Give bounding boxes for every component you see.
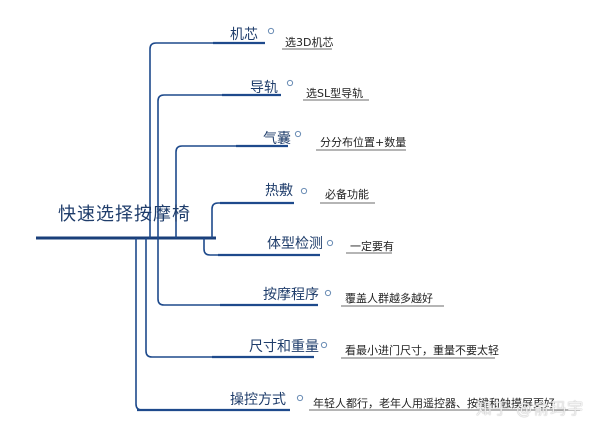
topic-7[interactable]: 尺寸和重量	[249, 339, 319, 355]
topic-8[interactable]: 操控方式	[230, 392, 286, 408]
topic-note-1: 选3D机芯	[285, 36, 334, 49]
topic-note-2: 选SL型导轨	[306, 87, 364, 100]
connectors	[36, 27, 580, 412]
note-marker-icon-5	[326, 239, 334, 247]
note-marker-icon-4	[300, 187, 308, 195]
topic-note-4: 必备功能	[325, 188, 369, 201]
watermark: 知乎 @俞玛宇	[476, 399, 585, 418]
topic-6[interactable]: 按摩程序	[263, 287, 319, 303]
note-marker-icon-6	[324, 289, 332, 297]
topic-note-3: 分分布位置+数量	[320, 136, 407, 149]
topic-note-8: 年轻人都行，老年人用遥控器、按键和触摸屏更好	[313, 397, 555, 410]
branch-connector-3	[175, 145, 236, 238]
branch-connector-4	[211, 202, 220, 238]
topic-note-6: 覆盖人群越多越好	[345, 292, 433, 305]
note-marker-icon-1	[267, 27, 275, 35]
branch-connector-5	[203, 238, 218, 256]
note-marker-icon-2	[286, 79, 294, 87]
branch-connector-1	[149, 42, 213, 238]
note-marker-icon-7	[320, 341, 328, 349]
note-marker-icon-3	[294, 130, 302, 138]
note-marker-icon-8	[296, 394, 304, 402]
topic-1[interactable]: 机芯	[230, 27, 258, 43]
branch-connector-8	[135, 238, 143, 411]
topic-3[interactable]: 气囊	[263, 131, 291, 147]
branch-connector-2	[157, 94, 222, 238]
topic-note-7: 看最小进门尺寸，重量不要太轻	[345, 344, 499, 357]
branch-connector-7	[145, 238, 212, 358]
topic-5[interactable]: 体型检测	[267, 236, 323, 252]
branch-connector-6	[157, 238, 220, 306]
topic-2[interactable]: 导轨	[250, 80, 278, 96]
root-topic[interactable]: 快速选择按摩椅	[58, 204, 191, 225]
topic-4[interactable]: 热敷	[265, 183, 293, 199]
topic-note-5: 一定要有	[350, 240, 394, 253]
